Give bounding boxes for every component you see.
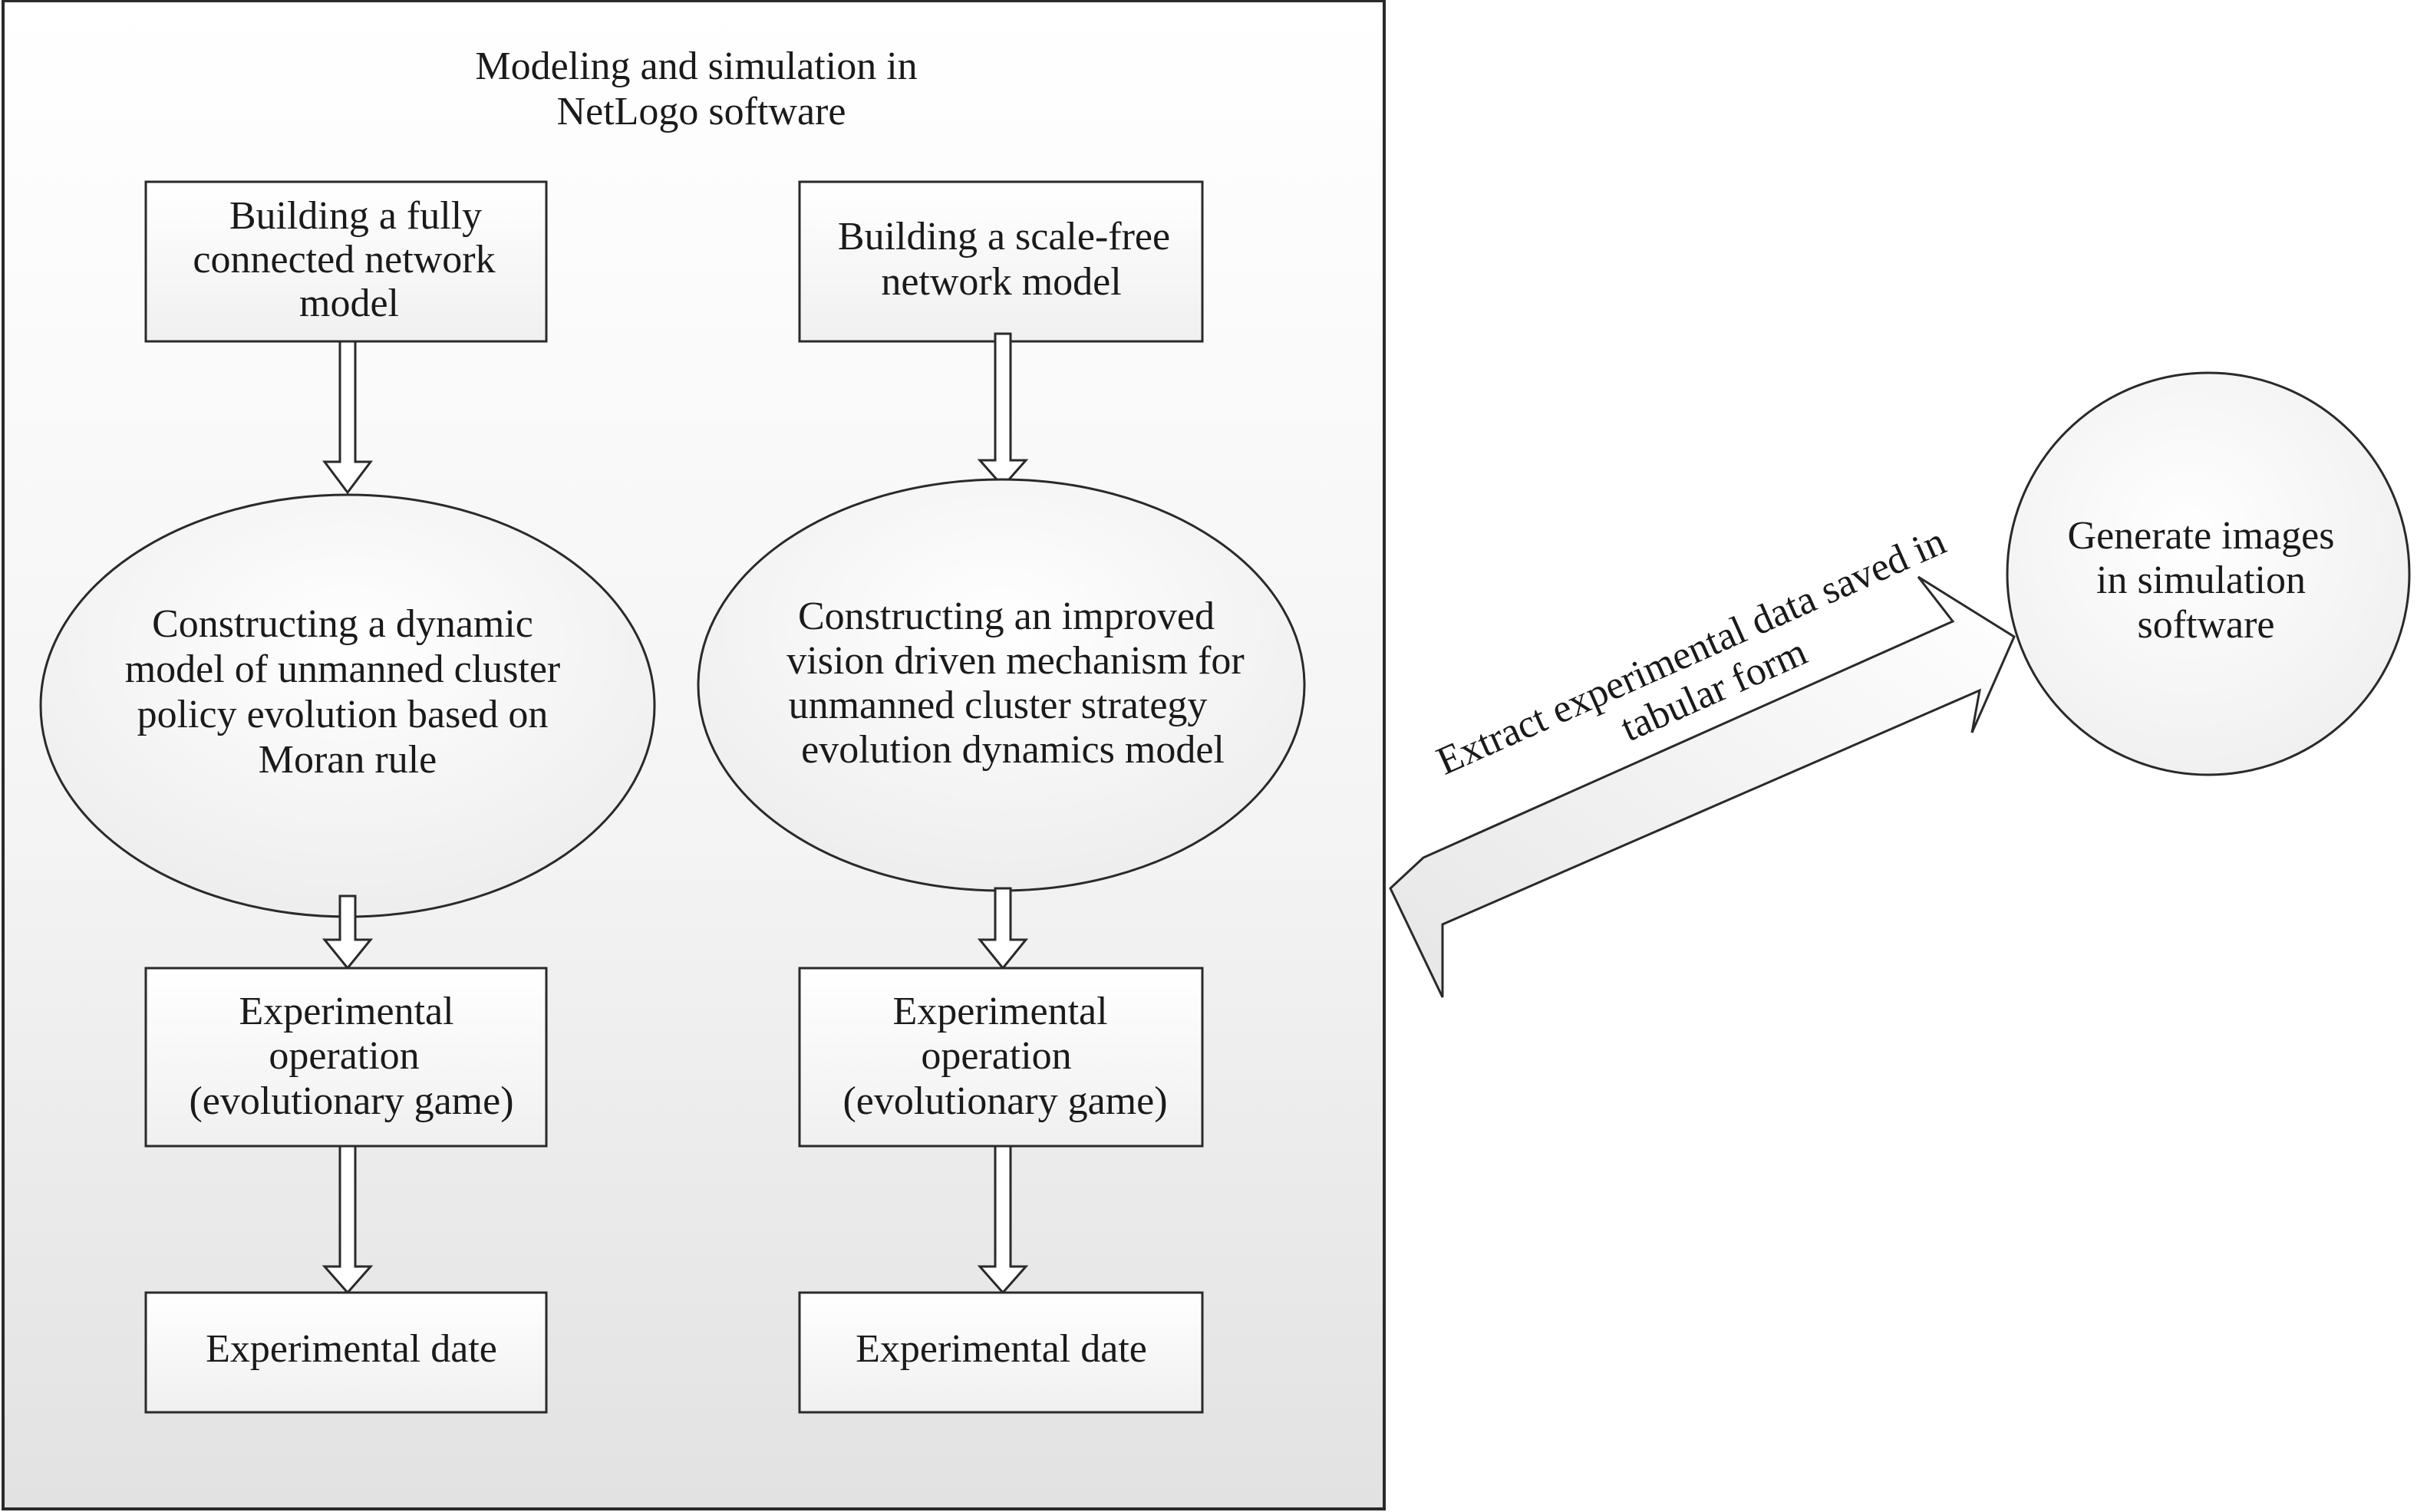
right-operation-box-text: Experimental operation (evolutionary gam… — [842, 990, 1167, 1123]
output-circle — [2006, 371, 2411, 776]
right-top-box-line-1: Building a scale-free — [838, 215, 1170, 259]
container-title-line-1: Modeling and simulation in — [475, 44, 917, 88]
left-ellipse-line-1: Constructing a dynamic — [152, 602, 533, 646]
left-top-box-line-1: Building a fully — [229, 194, 482, 238]
left-operation-box-text: Experimental operation (evolutionary gam… — [189, 990, 513, 1123]
left-top-box — [144, 180, 548, 343]
right-top-box-line-2: network model — [881, 260, 1121, 304]
right-result-line-1: Experimental date — [856, 1327, 1147, 1371]
output-circle-line-1: Generate images — [2068, 514, 2335, 558]
output-circle-text: Generate images in simulation software — [2068, 514, 2345, 647]
container-title-line-2: NetLogo software — [557, 90, 846, 133]
right-arrow-2 — [977, 887, 1029, 970]
left-result-box-text: Experimental date — [206, 1327, 497, 1371]
left-operation-line-1: Experimental — [239, 990, 453, 1033]
left-operation-line-2: operation — [269, 1034, 419, 1078]
left-top-box-line-2: connected network — [193, 238, 495, 282]
right-operation-box — [798, 967, 1204, 1148]
left-result-box — [144, 1291, 548, 1414]
right-operation-line-2: operation — [921, 1034, 1071, 1078]
container-title: Modeling and simulation in NetLogo softw… — [475, 44, 927, 133]
right-top-box — [798, 180, 1204, 343]
left-top-box-line-3: model — [299, 282, 399, 325]
right-arrow-1 — [977, 332, 1029, 489]
left-operation-line-3: (evolutionary game) — [189, 1079, 513, 1123]
left-arrow-3 — [321, 1145, 374, 1295]
right-top-box-text: Building a scale-free network model — [838, 215, 1180, 304]
right-ellipse-line-3: unmanned cluster strategy — [789, 684, 1208, 727]
left-model-ellipse-text: Constructing a dynamic model of unmanned… — [125, 602, 571, 782]
right-ellipse-line-1: Constructing an improved — [798, 595, 1215, 638]
right-ellipse-line-2: vision driven mechanism for — [786, 639, 1244, 683]
left-ellipse-line-4: Moran rule — [259, 738, 437, 782]
left-arrow-1 — [322, 340, 373, 495]
right-result-box — [798, 1291, 1204, 1414]
right-arrow-3 — [977, 1145, 1029, 1295]
output-circle-line-2: in simulation — [2096, 558, 2306, 602]
output-circle-line-3: software — [2137, 603, 2274, 647]
right-result-box-text: Experimental date — [856, 1327, 1147, 1371]
right-operation-line-1: Experimental — [892, 990, 1107, 1033]
right-model-ellipse-text: Constructing an improved vision driven m… — [786, 595, 1254, 772]
left-result-line-1: Experimental date — [206, 1327, 497, 1371]
left-ellipse-line-3: policy evolution based on — [137, 693, 549, 736]
left-top-box-text: Building a fully connected network model — [193, 194, 505, 325]
right-operation-line-3: (evolutionary game) — [842, 1079, 1167, 1123]
left-operation-box — [144, 967, 548, 1148]
left-arrow-2 — [321, 894, 374, 970]
export-arrow — [1389, 575, 2016, 998]
left-ellipse-line-2: model of unmanned cluster — [125, 647, 561, 691]
right-ellipse-line-4: evolution dynamics model — [801, 728, 1225, 772]
